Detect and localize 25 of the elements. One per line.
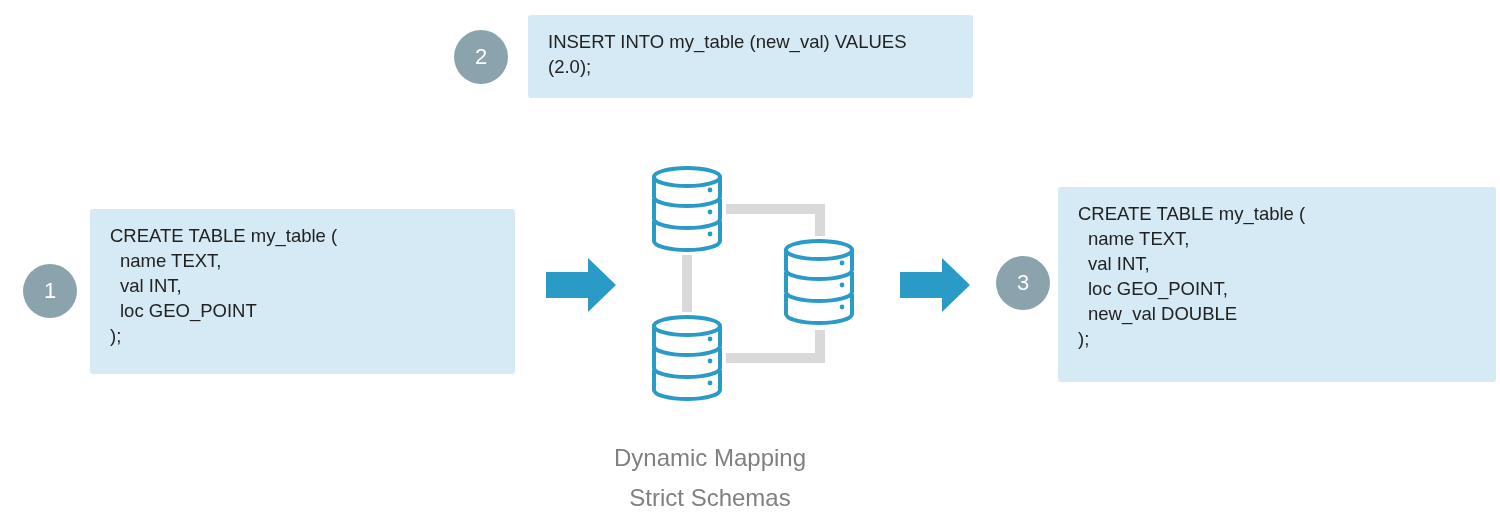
code-line: ); [110, 324, 123, 348]
code-block [90, 209, 515, 374]
code-line: CREATE TABLE my_table ( [110, 224, 339, 248]
arrow [546, 258, 616, 312]
code-line: val INT, [119, 274, 183, 298]
step-number: 1 [23, 264, 77, 318]
code-line: new_val DOUBLE [1087, 302, 1239, 326]
connector-line [726, 204, 825, 236]
arrow [900, 258, 970, 312]
caption-text: Strict Schemas [628, 484, 792, 512]
code-line: name TEXT, [1087, 227, 1191, 251]
code-block [528, 15, 973, 98]
code-block [1058, 187, 1496, 382]
connector-line [682, 255, 692, 312]
step-number: 2 [454, 30, 508, 84]
code-text: INSERT INTO my_table (new_val) VALUES (2.0); [548, 30, 908, 79]
code-line: val INT, [1087, 252, 1151, 276]
step-number: 3 [996, 256, 1050, 310]
code-line: name TEXT, [119, 249, 223, 273]
code-line: loc GEO_POINT [119, 299, 258, 323]
code-line: loc GEO_POINT, [1087, 277, 1229, 301]
caption-text: Dynamic Mapping [612, 444, 808, 472]
code-line: CREATE TABLE my_table ( [1078, 202, 1307, 226]
code-line: ); [1078, 327, 1091, 351]
connector-line [726, 330, 825, 363]
